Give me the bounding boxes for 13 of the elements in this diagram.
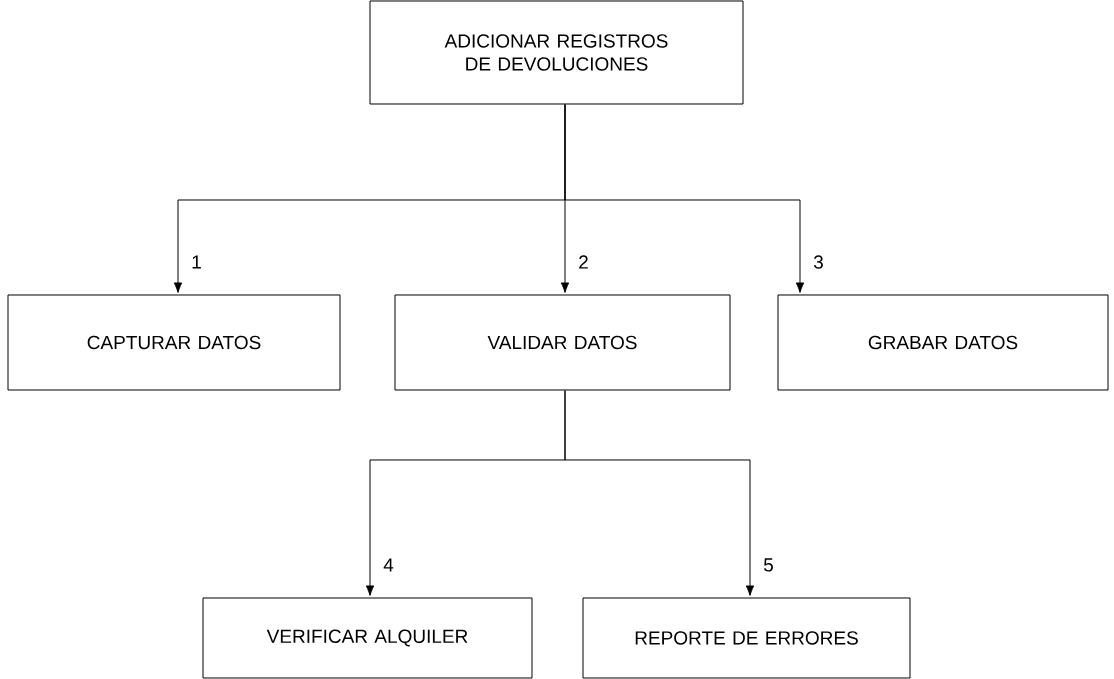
arrow [564,104,805,293]
edge-label: 1 [192,255,201,269]
edge-label: 5 [763,558,773,572]
process-box: VERIFICAR ALQUILER [202,597,533,679]
edge-label: 2 [579,255,588,269]
edge-label: 4 [383,558,394,572]
process-box: VALIDAR DATOS [394,294,731,391]
process-box: GRABAR DATOS [777,294,1109,391]
arrow [564,390,755,596]
process-box: ADICIONAR REGISTROS DE DEVOLUCIONES [369,0,744,105]
edge-label: 3 [813,255,823,269]
process-box: CAPTURAR DATOS [7,294,341,391]
process-box: REPORTE DE ERRORES [582,597,911,679]
